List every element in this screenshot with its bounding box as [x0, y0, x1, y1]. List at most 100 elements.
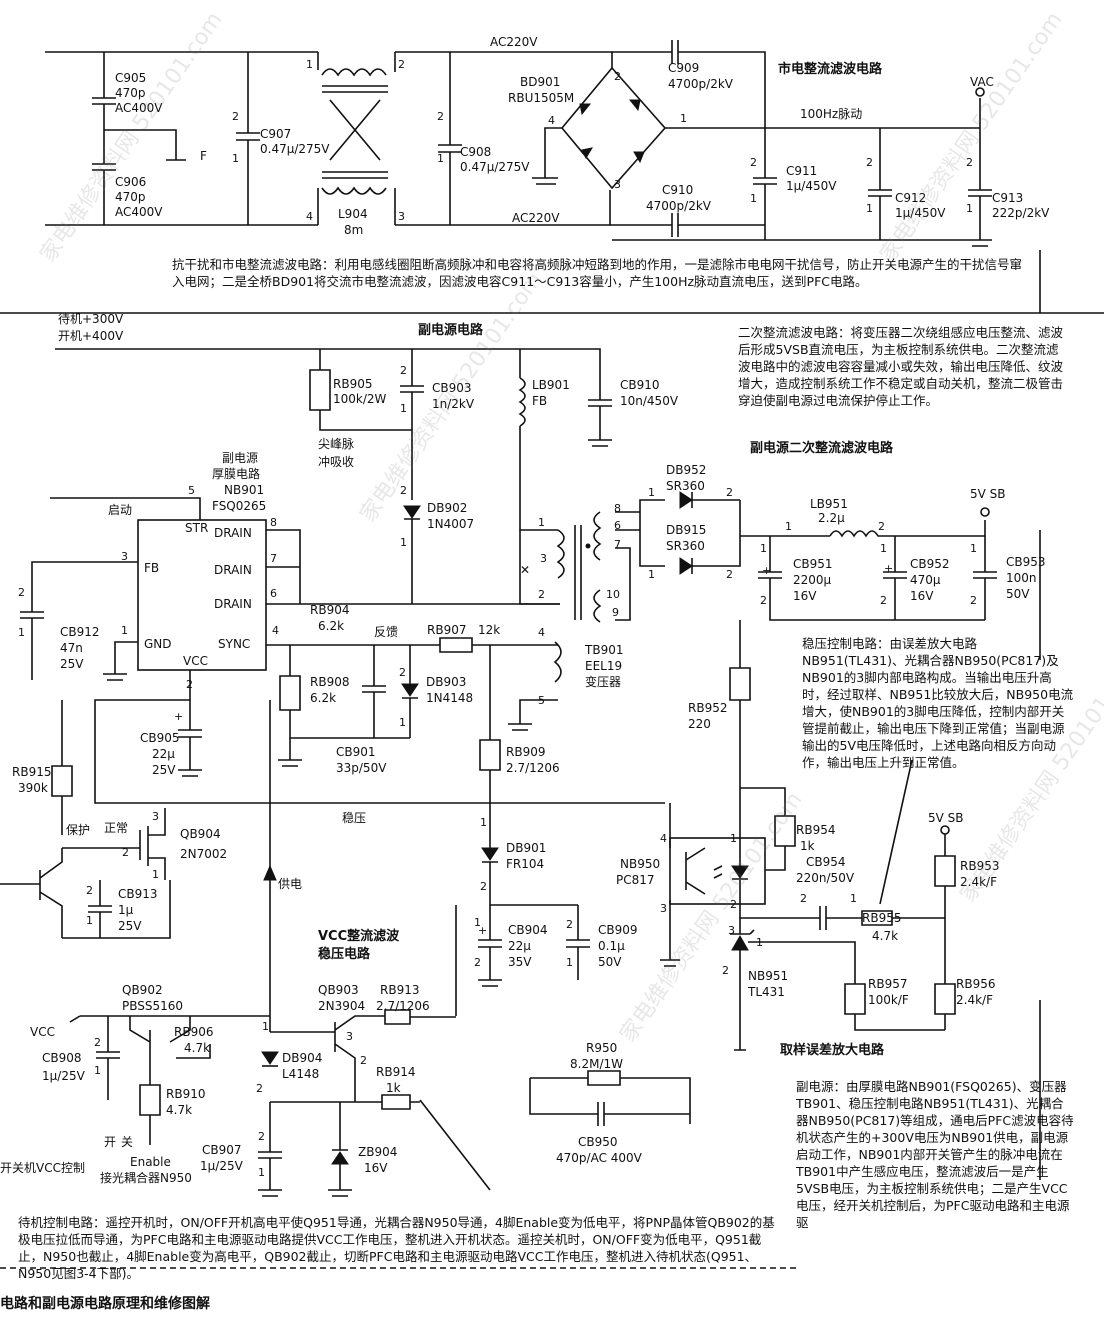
on-400v-label: 开机+400V: [58, 329, 124, 343]
nb950-value: PC817: [616, 873, 655, 887]
cb913-rating: 25V: [118, 919, 142, 933]
pulse-100hz-label: 100Hz脉动: [800, 106, 862, 121]
svg-text:4: 4: [272, 624, 279, 637]
ic-pin-fb: FB: [144, 561, 159, 575]
protect-label: 保护: [66, 823, 90, 837]
c908-label: C908: [460, 145, 491, 159]
qb903-label: QB903: [318, 983, 359, 997]
svg-text:1: 1: [152, 868, 159, 881]
c910-value: 4700p/2kV: [646, 199, 712, 213]
db915-label: DB915: [666, 523, 706, 537]
qb904-label: QB904: [180, 827, 221, 841]
thick-film-label-2: 厚膜电路: [212, 466, 260, 481]
db902-label: DB902: [427, 501, 467, 515]
start-label: 启动: [108, 503, 132, 517]
db903-value: 1N4148: [426, 691, 473, 705]
svg-text:7: 7: [270, 552, 277, 565]
svg-text:1: 1: [121, 624, 128, 637]
svg-text:4: 4: [538, 626, 545, 639]
standby-primary-section: 待机+300V 开机+400V 副电源电路 RB905 100k/2W 21 C…: [0, 312, 679, 1032]
c907-value: 0.47μ/275V: [260, 142, 330, 156]
rb952-label: RB952: [688, 701, 727, 715]
rb956-value: 2.4k/F: [956, 993, 993, 1007]
vcc-title-1: VCC整流滤波: [318, 928, 400, 944]
svg-text:1: 1: [232, 152, 239, 165]
rb914-label: RB914: [376, 1065, 415, 1079]
c909-value: 4700p/2kV: [668, 77, 734, 91]
tb901-label: TB901: [584, 643, 623, 657]
ic-pin-str: STR: [185, 521, 208, 535]
cb951-value: 2200μ: [793, 573, 832, 587]
cb908-value: 1μ/25V: [42, 1069, 86, 1083]
svg-text:2: 2: [878, 520, 885, 533]
svg-text:6: 6: [270, 587, 277, 600]
svg-text:3: 3: [152, 810, 159, 823]
emi-note: 抗干扰和市电整流滤波电路：利用电感线圈阻断高频脉冲和电容将高频脉冲短路到地的作用…: [172, 257, 1023, 289]
standby-control-note: 待机控制电路：遥控开机时，ON/OFF开机高电平使Q951导通，光耦合器N950…: [18, 1215, 775, 1281]
svg-text:1: 1: [730, 832, 737, 845]
zb904-value: 16V: [364, 1161, 388, 1175]
svg-text:2: 2: [480, 880, 487, 893]
ic-pin-vcc: VCC: [183, 654, 208, 668]
db904-value: L4148: [282, 1067, 319, 1081]
cb905-label: CB905: [140, 731, 180, 745]
svg-text:1: 1: [538, 516, 545, 529]
svg-text:8: 8: [270, 516, 277, 529]
ac220-top-label: AC220V: [490, 35, 538, 49]
bd901-bridge: 2 4 1 3 BD901 RBU1505M: [508, 66, 765, 191]
svg-text:1: 1: [94, 1064, 101, 1077]
cb952-label: CB952: [910, 557, 950, 571]
svg-text:4: 4: [660, 832, 667, 845]
cb909-label: CB909: [598, 923, 638, 937]
mains-filter-section: C905 470p AC400V C906 470p AC400V F 2 1 …: [45, 35, 1050, 247]
db915-value: SR360: [666, 539, 705, 553]
svg-text:2: 2: [750, 156, 757, 169]
regulation-label: 稳压: [342, 810, 366, 825]
rb954-value: 1k: [800, 839, 815, 853]
svg-text:1: 1: [880, 542, 887, 555]
rb915-value: 390k: [18, 781, 48, 795]
standby-title: 副电源电路: [418, 322, 484, 338]
rb909-label: RB909: [506, 745, 545, 759]
lb901-value: FB: [532, 394, 547, 408]
svg-text:1: 1: [399, 716, 406, 729]
vcc-section: 12 DB901 FR104 12+ CB904 22μ 35V 21 CB90…: [0, 816, 691, 1197]
db901-value: FR104: [506, 857, 544, 871]
db901-label: DB901: [506, 841, 546, 855]
c909-label: C909: [668, 61, 699, 75]
ic-pin-drain-7: DRAIN: [214, 563, 252, 577]
svg-text:1: 1: [474, 916, 481, 929]
nb901-ic: STR DRAIN DRAIN DRAIN FB GND SYNC VCC 5 …: [121, 451, 279, 691]
footer-caption: 电路和副电源电路原理和维修图解: [0, 1296, 210, 1312]
svg-text:3: 3: [346, 1030, 353, 1043]
cb910-label: CB910: [620, 378, 660, 392]
cb909-rating: 50V: [598, 955, 622, 969]
c910-label: C910: [662, 183, 693, 197]
svg-text:4: 4: [306, 210, 313, 223]
svg-text:1: 1: [966, 202, 973, 215]
cb904-label: CB904: [508, 923, 548, 937]
cb910-value: 10n/450V: [620, 394, 679, 408]
c906-label: C906: [115, 175, 146, 189]
cb954-label: CB954: [806, 855, 846, 869]
rb909-value: 2.7/1206: [506, 761, 560, 775]
regulation-note: 稳压控制电路：由误差放大电路NB951(TL431)、光耦合器NB950(PC8…: [802, 636, 1074, 770]
cb907-value: 1μ/25V: [200, 1159, 244, 1173]
svg-text:1: 1: [970, 542, 977, 555]
svg-text:1: 1: [648, 486, 655, 499]
svg-text:2: 2: [122, 846, 129, 859]
db952-label: DB952: [666, 463, 706, 477]
svg-text:2: 2: [726, 486, 733, 499]
rb905-label: RB905: [333, 377, 372, 391]
svg-text:8: 8: [614, 502, 621, 515]
ic-pin-drain-8: DRAIN: [214, 526, 252, 540]
rb913-value: 2.7/1206: [376, 999, 430, 1013]
lb951-label: LB951: [810, 497, 848, 511]
svg-text:2: 2: [256, 1082, 263, 1095]
rb906-value: 4.7k: [184, 1041, 210, 1055]
cb907-label: CB907: [202, 1143, 242, 1157]
vcc-left-label: VCC: [30, 1025, 55, 1039]
bd901-value: RBU1505M: [508, 91, 574, 105]
svg-text:2: 2: [18, 586, 25, 599]
